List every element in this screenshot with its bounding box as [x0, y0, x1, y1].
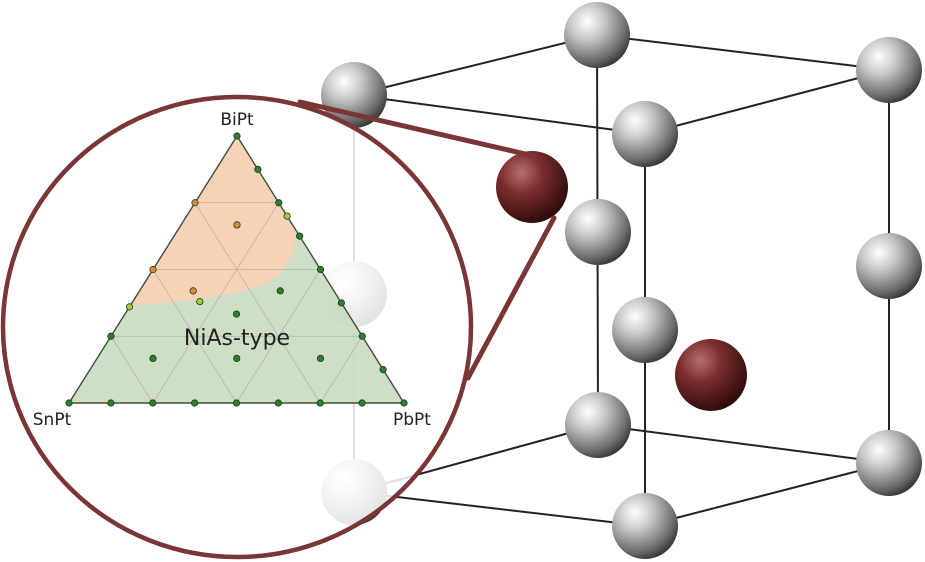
callout-lines: [297, 99, 557, 381]
composition-point-green: [337, 299, 345, 307]
composition-point-orange: [191, 199, 199, 207]
composition-point-green: [233, 132, 241, 140]
composition-point-green: [107, 399, 115, 407]
composition-point-green: [358, 332, 366, 340]
x-atom: [496, 151, 568, 223]
composition-point-green: [296, 232, 304, 240]
pt-atom: [856, 233, 922, 299]
x-atoms: [496, 151, 747, 411]
pt-atom: [564, 2, 630, 68]
grid-line: [110, 336, 154, 404]
composition-point-orange: [233, 221, 241, 229]
composition-point-green: [316, 354, 325, 363]
composition-point-yellow: [196, 297, 204, 306]
composition-point-green: [254, 165, 262, 173]
pt-atom: [612, 297, 678, 363]
composition-point-green: [274, 399, 282, 407]
pt-atom: [612, 101, 678, 167]
ternary-grid: [110, 202, 363, 404]
vertex-label-top: BiPt: [220, 110, 254, 130]
pt-atom: [856, 37, 922, 103]
grid-line: [152, 269, 237, 404]
composition-point-green: [316, 265, 325, 274]
composition-point-green: [358, 399, 366, 407]
composition-point-orange: [149, 265, 157, 274]
pt-atom: [565, 392, 631, 458]
composition-point-green: [232, 399, 241, 407]
grid-line: [152, 202, 280, 404]
composition-point-yellow: [125, 303, 134, 311]
pt-atom: [565, 199, 631, 265]
composition-point-green: [65, 399, 73, 407]
x-atom: [675, 339, 747, 411]
region-label: NiAs-type: [184, 326, 290, 351]
composition-point-yellow: [283, 212, 291, 220]
pt-atom: [612, 493, 678, 559]
ternary-points: [65, 132, 408, 407]
grid-line: [319, 336, 363, 404]
composition-point-green: [232, 310, 241, 318]
composition-point-green: [276, 287, 284, 295]
composition-point-orange: [189, 287, 197, 295]
composition-point-green: [149, 354, 157, 363]
composition-point-green: [400, 399, 408, 407]
composition-point-green: [107, 332, 115, 340]
vertex-label-left: SnPt: [33, 410, 72, 430]
composition-point-green: [316, 399, 324, 407]
pt-atom: [856, 430, 922, 496]
vertex-label-right: PbPt: [393, 410, 431, 430]
grid-line: [236, 269, 321, 404]
composition-point-green: [149, 399, 157, 407]
composition-point-green: [191, 399, 199, 407]
composition-point-green: [275, 199, 283, 207]
grid-line: [194, 202, 321, 404]
composition-point-green: [233, 354, 241, 363]
composition-point-green: [379, 366, 387, 374]
